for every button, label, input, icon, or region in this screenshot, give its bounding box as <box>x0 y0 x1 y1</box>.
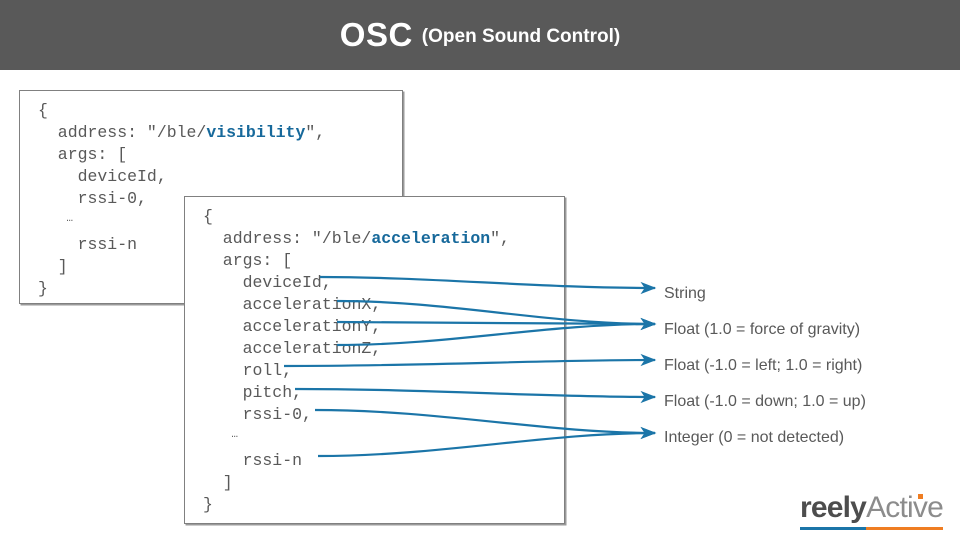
osc-address-keyword-visibility: visibility <box>206 123 306 142</box>
legend-row-integer: Integer (0 = not detected) <box>664 420 866 456</box>
code-line-brace-open: { <box>38 101 48 120</box>
legend-label-string: String <box>664 285 706 302</box>
code-line-brace-open: { <box>203 207 213 226</box>
code-line-brace-close: } <box>38 279 48 298</box>
type-legend: String Float (1.0 = force of gravity) Fl… <box>664 276 866 456</box>
header-bar <box>0 0 960 70</box>
code-arg-rssi-0: rssi-0, <box>203 405 312 424</box>
legend-label-float-leftright: Float (-1.0 = left; 1.0 = right) <box>664 357 863 374</box>
code-arg-rssi-0: rssi-0, <box>38 189 147 208</box>
page-title-subtitle: (Open Sound Control) <box>421 26 621 47</box>
code-arg-ellipsis: … <box>203 429 239 441</box>
code-line-brace-close: } <box>203 495 213 514</box>
page-title: OSC (Open Sound Control) <box>0 0 960 70</box>
logo-text-reely: reely <box>800 492 867 530</box>
code-block-acceleration: { address: "/ble/acceleration", args: [ … <box>184 196 565 524</box>
code-arg-accelerationx: accelerationX, <box>203 295 382 314</box>
legend-label-float-gravity: Float (1.0 = force of gravity) <box>664 321 861 338</box>
legend-row-float-gravity: Float (1.0 = force of gravity) <box>664 312 866 348</box>
legend-row-float-leftright: Float (-1.0 = left; 1.0 = right) <box>664 348 866 384</box>
code-line-address: address: "/ble/visibility", <box>38 123 326 142</box>
code-text-visibility: { address: "/ble/visibility", args: [ de… <box>38 100 325 300</box>
code-text-acceleration: { address: "/ble/acceleration", args: [ … <box>203 206 510 516</box>
code-arg-accelerationz: accelerationZ, <box>203 339 382 358</box>
code-line-args-open: args: [ <box>203 251 293 270</box>
legend-label-float-downup: Float (-1.0 = down; 1.0 = up) <box>664 393 866 410</box>
code-arg-ellipsis: … <box>38 213 74 225</box>
logo-accent-dot-icon <box>917 494 923 499</box>
page-title-main: OSC <box>339 16 413 53</box>
code-line-args-open: args: [ <box>38 145 128 164</box>
legend-label-integer: Integer (0 = not detected) <box>664 429 845 446</box>
osc-address-keyword-acceleration: acceleration <box>371 229 491 248</box>
code-arg-rssi-n: rssi-n <box>203 451 303 470</box>
logo-text-active: Active <box>866 492 944 530</box>
code-arg-pitch: pitch, <box>203 383 303 402</box>
code-line-args-close: ] <box>203 473 233 492</box>
code-line-args-close: ] <box>38 257 68 276</box>
legend-row-string: String <box>664 276 866 312</box>
code-arg-deviceid: deviceId, <box>38 167 167 186</box>
code-arg-roll: roll, <box>203 361 293 380</box>
code-arg-accelerationy: accelerationY, <box>203 317 382 336</box>
code-line-address: address: "/ble/acceleration", <box>203 229 510 248</box>
legend-row-float-downup: Float (-1.0 = down; 1.0 = up) <box>664 384 866 420</box>
code-arg-deviceid: deviceId, <box>203 273 332 292</box>
reelyactive-logo: reely Active <box>800 492 944 530</box>
code-arg-rssi-n: rssi-n <box>38 235 138 254</box>
